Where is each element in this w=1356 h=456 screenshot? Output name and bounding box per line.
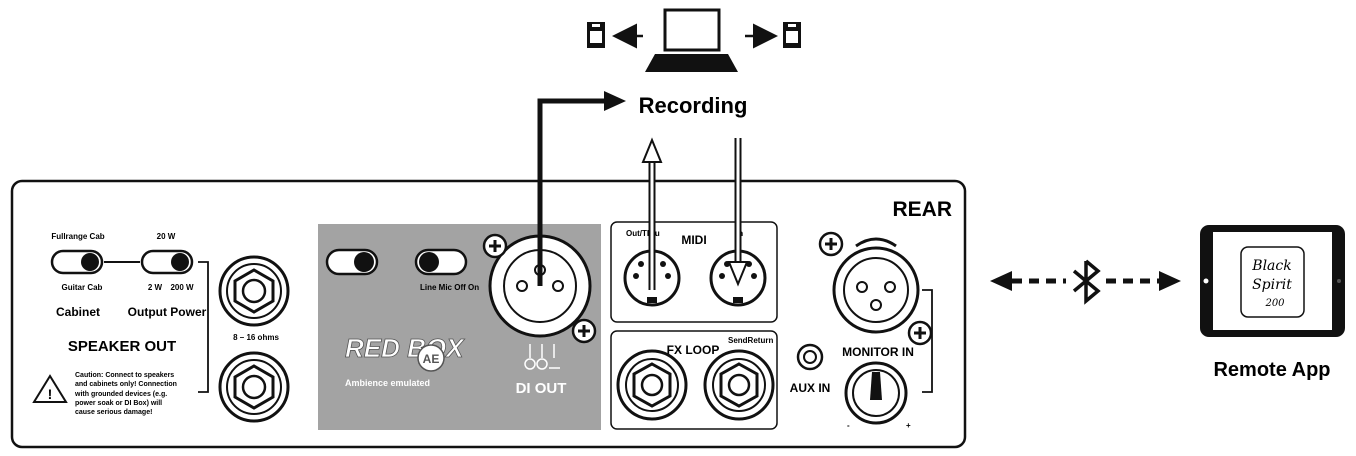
app-logo-line3: 200	[1264, 298, 1285, 309]
plus-icon	[571, 318, 597, 344]
output-power-switch[interactable]	[140, 249, 194, 275]
power-bottom-right: 200 W	[170, 283, 194, 292]
midi-out-arrow	[641, 137, 663, 290]
ground-lift-icon	[524, 344, 560, 370]
caution-line-4: power soak or DI Box) will	[75, 400, 162, 407]
power-bottom-left: 2 W	[148, 283, 163, 292]
monitor-minus: -	[847, 421, 850, 430]
laptop-icon	[645, 8, 738, 72]
monitor-level-knob[interactable]	[844, 361, 908, 425]
caution-line-2: and cabinets only! Connection	[75, 381, 177, 388]
monitor-bracket	[922, 289, 933, 393]
monitor-plus: +	[906, 421, 911, 430]
midi-in-arrow	[727, 138, 749, 287]
power-top-label: 20 W	[157, 232, 176, 241]
di-out-arrow-head	[604, 91, 626, 111]
warning-icon: !	[32, 374, 68, 403]
cabinet-name: Cabinet	[56, 305, 100, 319]
speaker-right-icon	[783, 22, 801, 48]
power-name: Output Power	[128, 305, 207, 319]
plus-icon	[482, 233, 508, 259]
redbox-switch-1[interactable]	[325, 248, 379, 276]
svg-text:AE: AE	[423, 352, 440, 366]
redbox-switch-2-labels: Line Mic Off On	[420, 283, 479, 292]
panel-title: REAR	[892, 198, 952, 221]
redbox-subtitle: Ambience emulated	[345, 378, 430, 388]
di-out-arrow	[537, 98, 606, 286]
bluetooth-icon	[1072, 259, 1101, 305]
plus-icon	[907, 320, 933, 346]
app-logo-line1: Black	[1251, 258, 1291, 274]
caution-line-3: with grounded devices (e.g.	[74, 391, 167, 398]
redbox-logo: RED BOX	[345, 333, 465, 363]
speaker-left-icon	[587, 22, 605, 48]
midi-out-label: Out/Thru	[626, 229, 660, 238]
speaker-jack-2[interactable]	[218, 351, 290, 423]
fx-return-jack[interactable]	[703, 349, 775, 421]
caution-line-1: Caution: Connect to speakers	[75, 372, 174, 379]
monitor-in-label: MONITOR IN	[842, 345, 914, 359]
fx-send-jack[interactable]	[616, 349, 688, 421]
speaker-out-label: SPEAKER OUT	[68, 338, 176, 355]
app-logo-line2: Spirit	[1252, 277, 1292, 293]
recording-label: Recording	[639, 93, 748, 118]
redbox-switch-2[interactable]	[414, 248, 468, 276]
speaker-bracket	[198, 261, 209, 393]
cabinet-bottom-label: Guitar Cab	[62, 283, 103, 292]
tablet-icon	[1200, 225, 1345, 337]
bt-arrow-right-head	[1159, 271, 1181, 291]
svg-text:!: !	[48, 386, 53, 402]
di-out-label: DI OUT	[516, 380, 567, 397]
remote-app-label: Remote App	[1213, 359, 1330, 381]
cabinet-top-label: Fullrange Cab	[51, 232, 104, 241]
aux-in-label: AUX IN	[790, 381, 831, 395]
caution-line-5: cause serious damage!	[75, 409, 152, 416]
speaker-jack-1[interactable]	[218, 255, 290, 327]
bt-arrow-left-head	[990, 271, 1012, 291]
cabinet-switch[interactable]	[50, 249, 104, 275]
aux-in-jack[interactable]	[796, 343, 824, 371]
fx-loop-label: FX LOOP	[667, 343, 720, 357]
ae-badge: AE	[417, 344, 445, 372]
impedance-label: 8 – 16 ohms	[233, 333, 279, 342]
plus-icon	[818, 231, 844, 257]
send-return-label: SendReturn	[728, 336, 773, 345]
monitor-xlr-connector[interactable]	[832, 237, 920, 334]
midi-label: MIDI	[681, 233, 706, 247]
